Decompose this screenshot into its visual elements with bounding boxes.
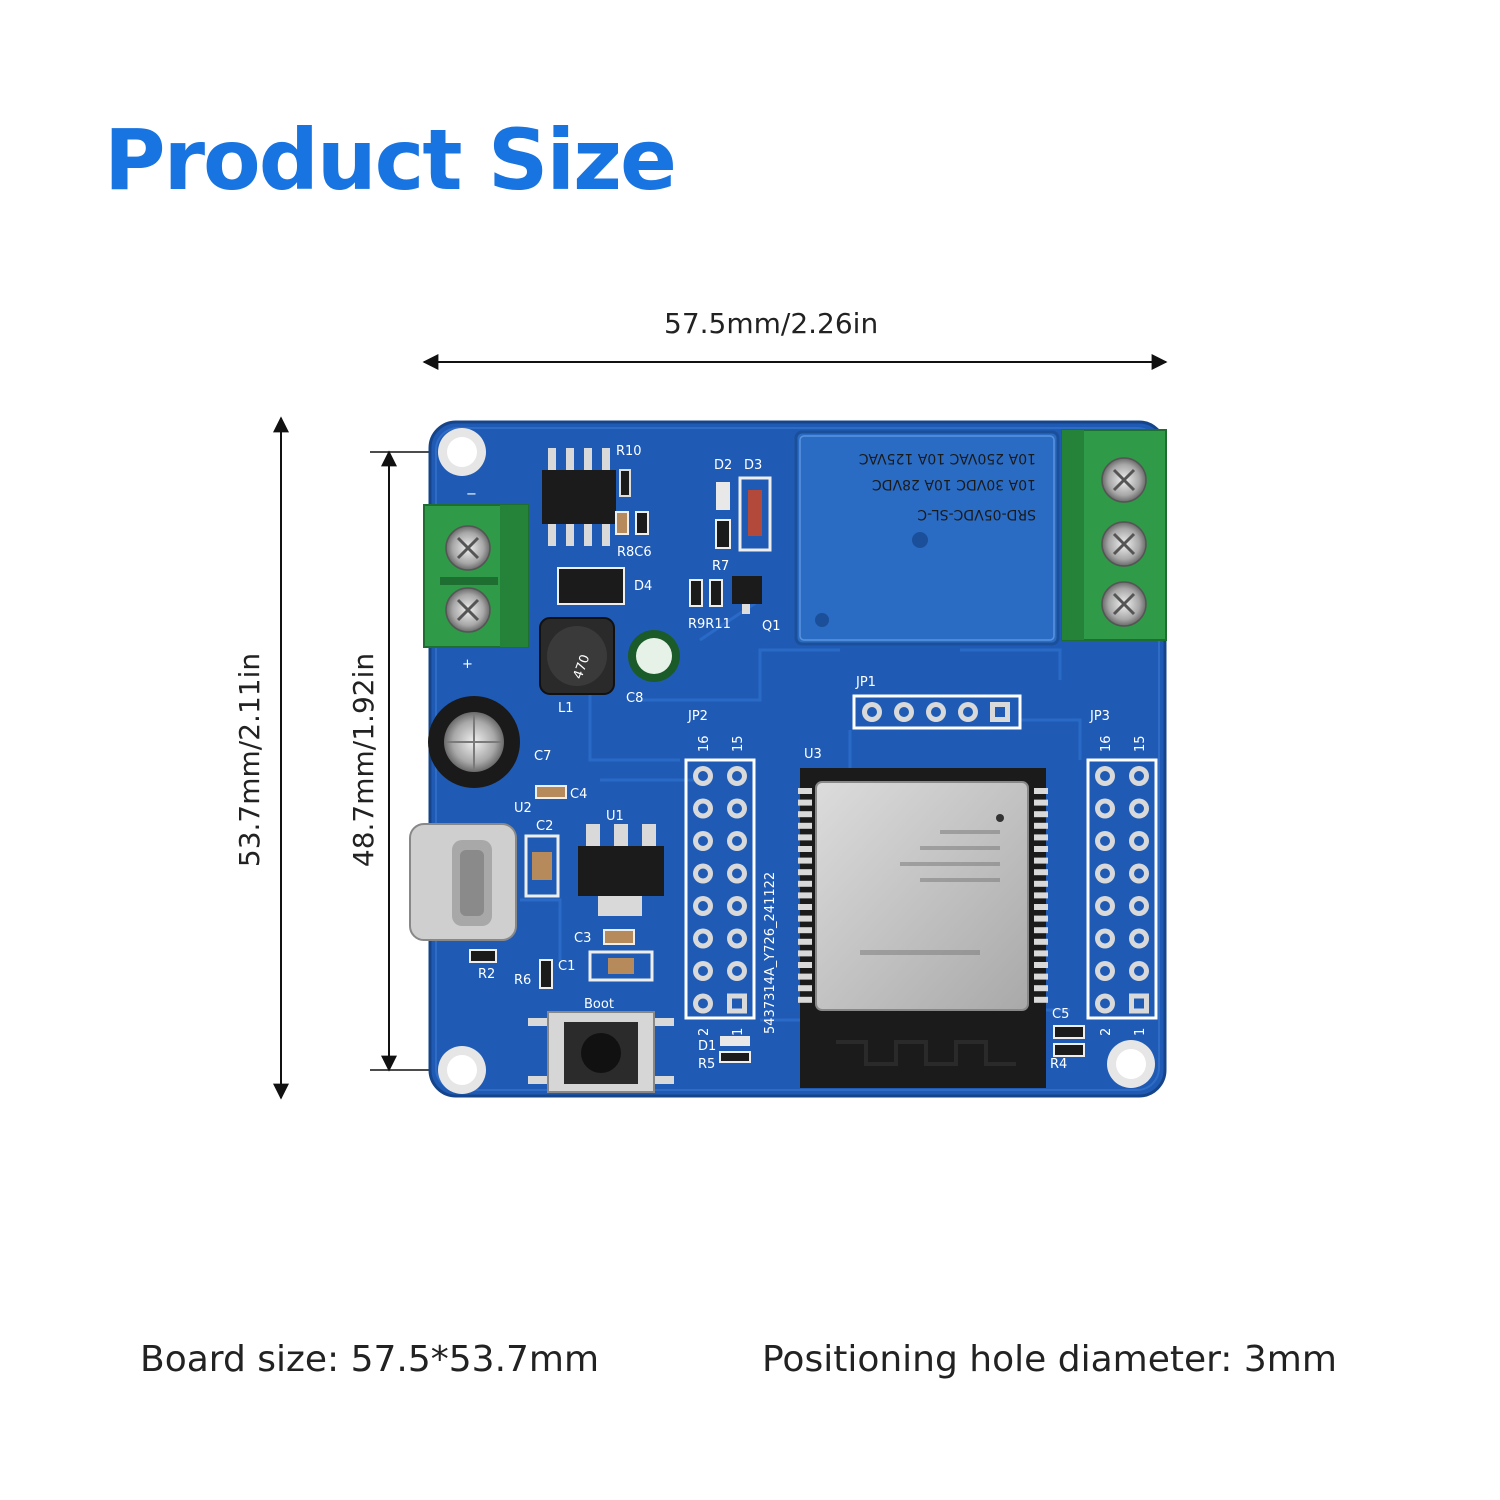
label-jp3-pin16: 16 (1099, 735, 1114, 752)
relay-rating-ac-text: 10A 250VAC 10A 125VAC (859, 450, 1036, 466)
relay: SRD-05VDC-SL-C 10A 30VDC 10A 28VDC 10A 2… (794, 430, 1060, 646)
label-r6: R6 (514, 973, 531, 988)
jp3-header (1086, 758, 1158, 1020)
label-r4: R4 (1050, 1057, 1067, 1072)
pcb-traces (520, 598, 1082, 1022)
label-r2: R2 (478, 967, 495, 982)
label-d2: D2 (714, 458, 732, 473)
capacitor-c8 (628, 630, 680, 682)
esp32-module (798, 768, 1048, 1088)
smd-components-top (557, 469, 772, 614)
hole-diameter-caption: Positioning hole diameter: 3mm (762, 1339, 1337, 1380)
label-q1: Q1 (762, 619, 781, 634)
jp1-header (852, 694, 1022, 730)
label-r9r11: R9R11 (688, 617, 731, 632)
soic8-chip (542, 448, 616, 546)
smd-components-bottom (469, 785, 1085, 1063)
label-jp2-pin2: 2 (697, 1028, 712, 1036)
inductor: 470 (539, 617, 615, 695)
width-dimension-label: 57.5mm/2.26in (664, 307, 879, 340)
power-screw-terminal (423, 504, 529, 648)
label-jp2: JP2 (687, 709, 708, 724)
label-d1: D1 (698, 1039, 716, 1054)
label-jp1: JP1 (855, 675, 876, 690)
label-l1: L1 (558, 701, 574, 716)
label-r8c6: R8C6 (617, 545, 652, 560)
boot-button (528, 1011, 674, 1093)
label-u3: U3 (804, 747, 822, 762)
capacitor-c7 (428, 696, 520, 788)
usb-c-connector (409, 823, 517, 941)
relay-model-text: SRD-05VDC-SL-C (917, 506, 1036, 522)
regulator-u1 (578, 824, 664, 916)
relay-rating-dc-text: 10A 30VDC 10A 28VDC (872, 476, 1036, 492)
board-size-caption: Board size: 57.5*53.7mm (140, 1339, 600, 1380)
label-c1: C1 (558, 959, 575, 974)
label-c8: C8 (626, 691, 643, 706)
label-plus: + (462, 657, 473, 672)
jp2-header (684, 758, 756, 1020)
label-d4: D4 (634, 579, 652, 594)
label-boot: Boot (584, 997, 614, 1012)
label-jp2-pin1: 1 (731, 1028, 746, 1036)
mounting-holes (438, 428, 1155, 1094)
label-jp3-pin15: 15 (1133, 735, 1148, 752)
label-r7: R7 (712, 559, 729, 574)
label-u1: U1 (606, 809, 624, 824)
label-r10: R10 (616, 444, 642, 459)
label-jp3: JP3 (1089, 709, 1110, 724)
label-jp2-pin16: 16 (697, 735, 712, 752)
label-u2: U2 (514, 801, 532, 816)
label-jp2-pin15: 15 (731, 735, 746, 752)
label-c3: C3 (574, 931, 591, 946)
label-d3: D3 (744, 458, 762, 473)
silkscreen-labels: R10 D2 D3 R8C6 R7 D4 R9R11 Q1 L1 C8 JP1 … (462, 444, 1148, 1072)
label-c5: C5 (1052, 1007, 1069, 1022)
label-serial: 5437314A_Y726_241122 (763, 872, 778, 1034)
label-jp3-pin2: 2 (1099, 1028, 1114, 1036)
label-c7: C7 (534, 749, 551, 764)
label-c2: C2 (536, 819, 553, 834)
page-title: Product Size (104, 111, 677, 209)
label-r5: R5 (698, 1057, 715, 1072)
label-jp3-pin1: 1 (1133, 1028, 1148, 1036)
label-c4: C4 (570, 787, 587, 802)
relay-screw-terminal (1061, 429, 1167, 641)
label-minus: − (466, 487, 477, 502)
